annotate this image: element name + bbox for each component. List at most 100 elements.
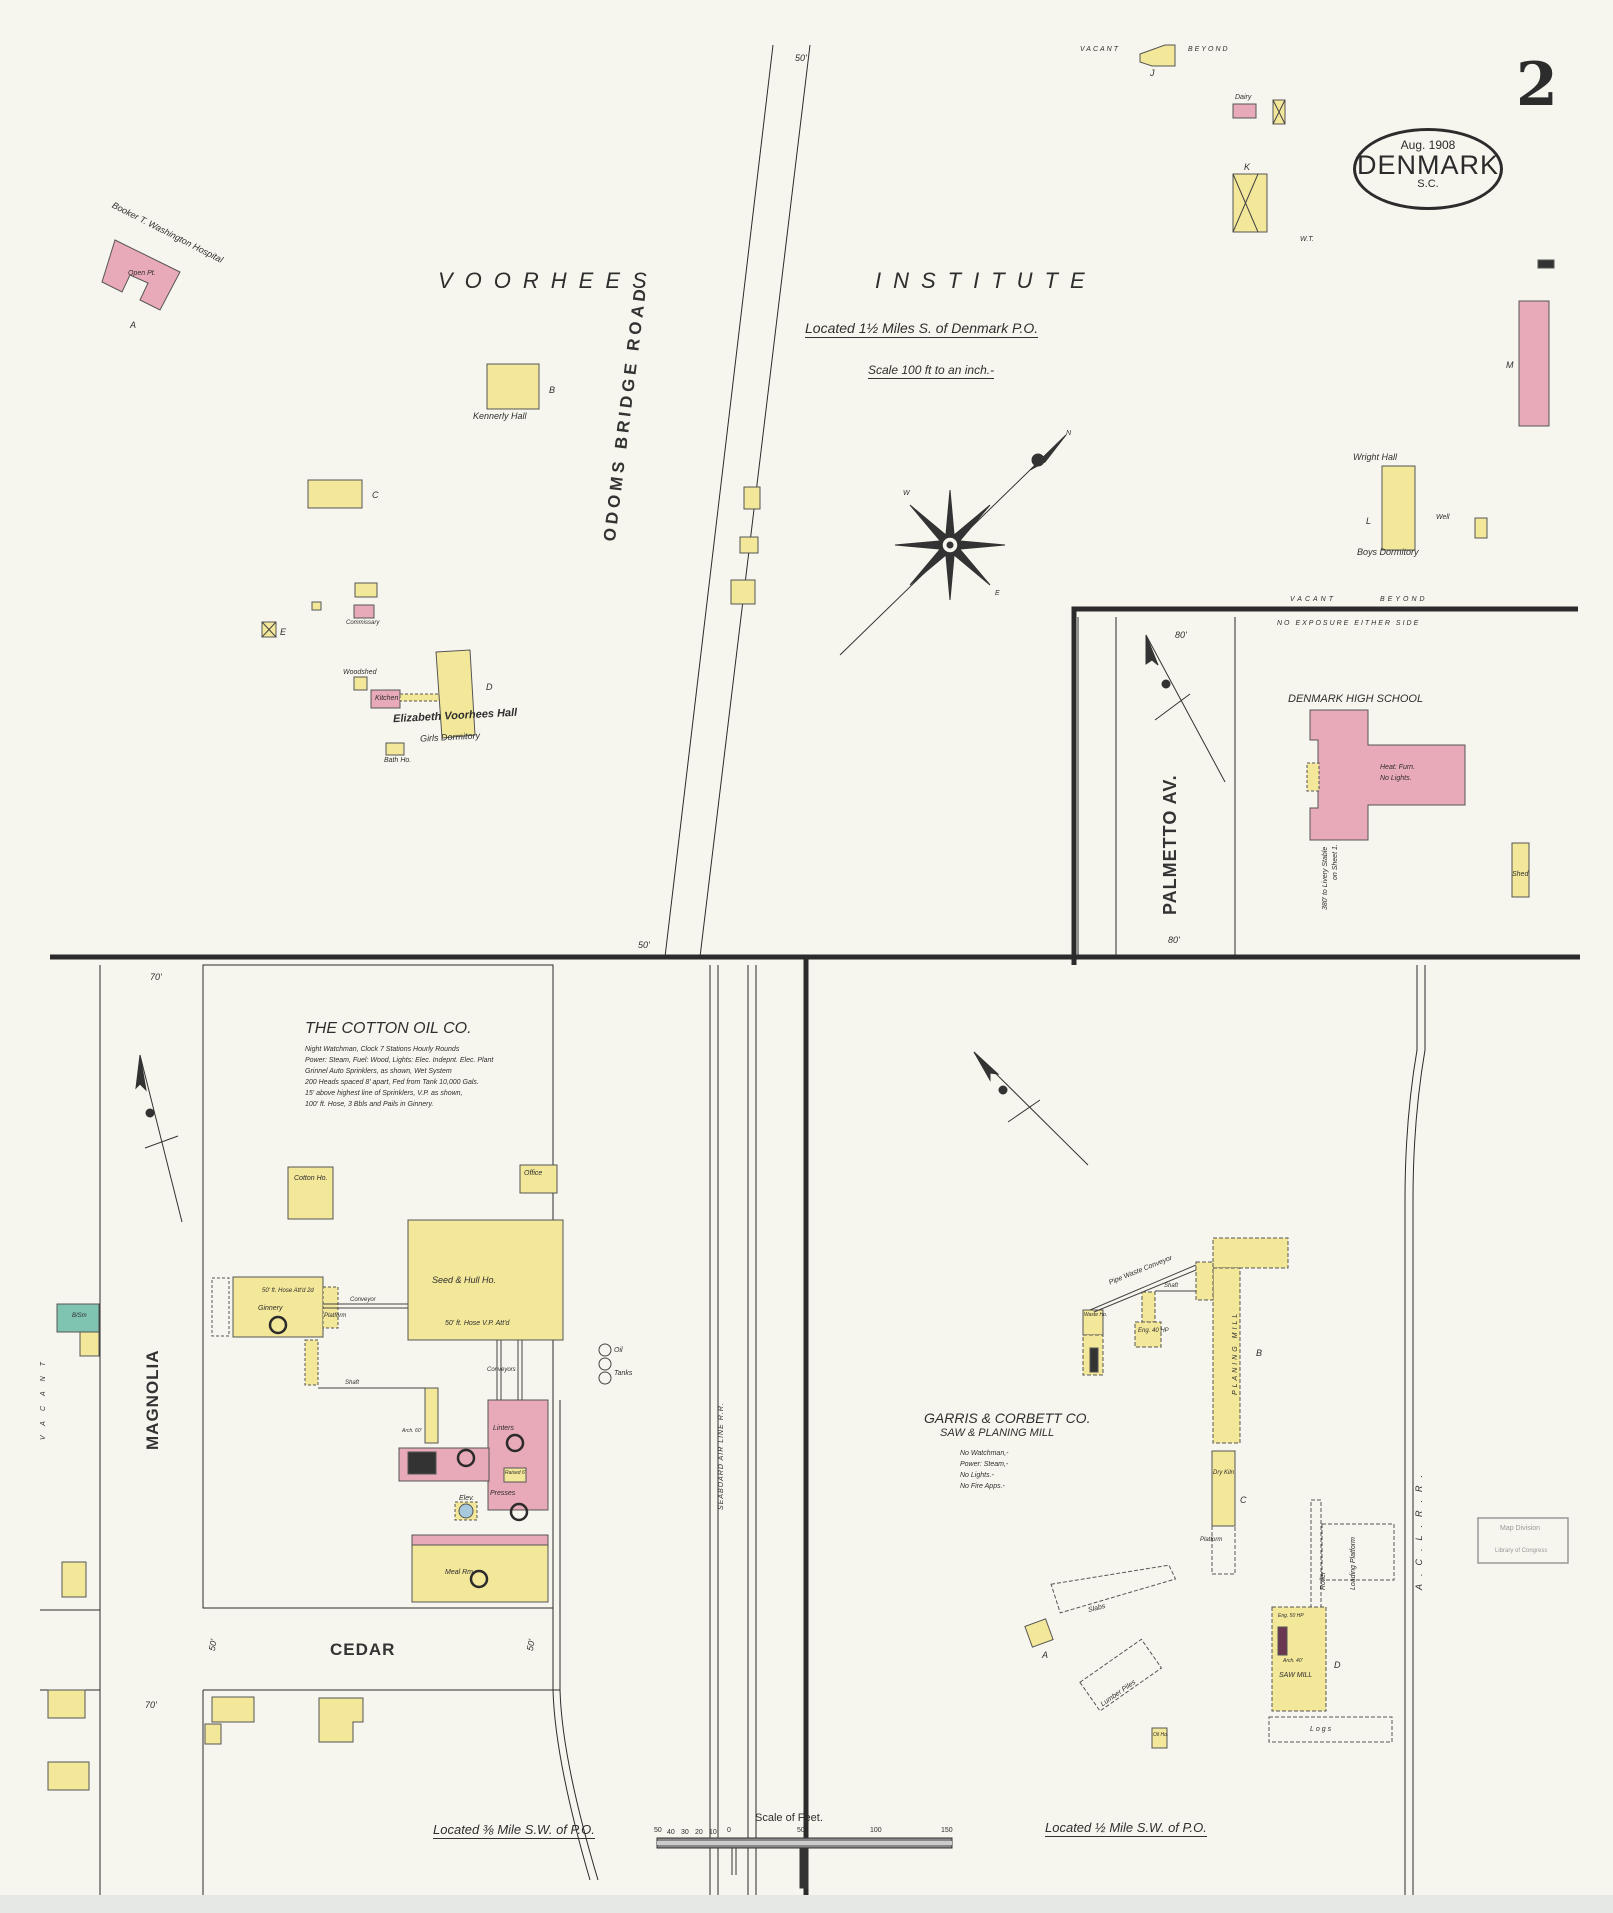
building-l-id: L [1366,516,1372,526]
cedar-width-left: 50' [206,1638,219,1652]
cartouche-city: DENMARK [1356,150,1499,180]
voorhees-title-right: INSTITUTE [875,268,1097,293]
dairy-label: Dairy [1235,94,1252,101]
building-c-garris-id: C [1240,1495,1247,1505]
saw-mill-label: SAW MILL [1279,1672,1313,1679]
linters-label: Linters [493,1425,515,1432]
cotton-oil-title: THE COTTON OIL CO. [305,1020,472,1037]
garris-note: No Fire Apps.- [960,1483,1005,1490]
cotton-oil-note: Night Watchman, Clock 7 Stations Hourly … [305,1046,460,1053]
blacksmith-label: B/Sm [72,1313,87,1319]
cedar-label: CEDAR [330,1640,396,1659]
scale-tick: 30 [681,1829,689,1836]
seaboard-rr-label: SEABOARD AIR LINE R.R. [718,1402,725,1510]
garris-notes: No Watchman,- Power: Steam,- No Lights.-… [960,1448,1009,1492]
conveyor-label: Conveyor [350,1297,376,1303]
cotton-oil-note: 100' ft. Hose, 3 Bbls and Pails in Ginne… [305,1101,434,1108]
garris-shaft-label: Shaft [1164,1283,1179,1289]
water-tank-label: W.T. [1300,236,1314,243]
livery-note-2: on Sheet 1. [1332,844,1339,880]
tanks-label: Tanks [614,1370,633,1377]
cartouche-date: Aug. 1908 [1400,138,1456,152]
cotton-oil-notes: Night Watchman, Clock 7 Stations Hourly … [305,1044,493,1110]
cotton-oil-location: Located ⅜ Mile S.W. of P.O. [433,1822,595,1839]
meal-room-label: Meal Rm. [445,1569,475,1576]
magnolia-width-top: 70' [150,972,162,982]
wright-hall-label: Wright Hall [1353,452,1398,462]
cotton-oil-note: Power: Steam, Fuel: Wood, Lights: Elec. … [305,1057,494,1064]
hospital-id: A [130,320,137,330]
ginnery-hose: 50' ft. Hose Att'd 2d [262,1288,314,1294]
stamp-line-1: Map Division [1500,1525,1541,1532]
shed-label: Shed [1512,871,1529,878]
scale-title: Scale of Feet. [755,1812,823,1824]
building-d-garris-id: D [1334,1660,1341,1670]
platform-label: Platform [324,1313,347,1319]
cotton-oil-note: 200 Heads spaced 8' apart, Fed from Tank… [305,1079,479,1086]
presses-label: Presses [490,1490,516,1497]
garris-subtitle: SAW & PLANING MILL [940,1427,1055,1439]
magnolia-label: MAGNOLIA [143,1349,162,1450]
engine-40hp-label: Eng. 40 HP [1138,1328,1169,1334]
cedar-width-right: 50' [524,1638,537,1652]
stamp-line-2: Library of Congress [1495,1548,1548,1554]
high-school-lights: No Lights. [1380,775,1412,782]
odoms-width-bottom: 50' [638,940,650,950]
shaft-label: Shaft [345,1380,360,1386]
high-school-heat: Heat: Furn. [1380,764,1416,771]
scale-tick: 50 [797,1827,805,1834]
kennerly-hall-label: Kennerly Hall [473,411,527,421]
scale-bar [656,1837,953,1889]
compass-e: E [995,590,1000,597]
compass-rose-icon [839,434,1067,656]
elevator-label: Elev. [459,1495,475,1502]
garris-note: Power: Steam,- [960,1461,1009,1468]
palmetto-av-label: PALMETTO AV. [1160,774,1180,915]
roller-label: Roller [1320,1571,1327,1590]
logs-label: Logs [1310,1726,1334,1733]
cotton-house-label: Cotton Ho. [294,1175,328,1182]
scale-tick: 0 [727,1827,731,1834]
cartouche: Aug. 1908 DENMARK S.C. [1353,128,1503,210]
kitchen-label: Kitchen [375,695,399,702]
livery-note-1: 380' to Livery Stable [1322,846,1329,910]
scale-tick: 150 [941,1827,953,1834]
woodshed-label: Woodshed [343,669,377,676]
oil-house-label: Oil Ho. [1153,1732,1169,1738]
compass-w: W [903,490,910,497]
high-school-title: DENMARK HIGH SCHOOL [1288,693,1424,705]
garris-platform-label: Platform [1200,1537,1223,1543]
planing-mill-label: PLANING MILL [1232,1310,1239,1395]
building-e-id: E [280,627,287,637]
vacant-label-top: VACANT [1080,46,1121,53]
building-a-garris-id: A [1042,1650,1049,1660]
ginnery-label: Ginnery [258,1305,283,1312]
scan-edge [0,1895,1613,1913]
seed-hull-label: Seed & Hull Ho. [432,1275,497,1285]
high-school-notes: Heat: Furn. No Lights. [1380,762,1415,784]
arch-40-label: Arch. 40' [1283,1658,1303,1664]
exposure-label: NO EXPOSURE EITHER SIDE [1277,620,1421,627]
garris-location: Located ½ Mile S.W. of P.O. [1045,1820,1207,1837]
palmetto-width-top: 80' [1175,630,1187,640]
waste-house-label: Waste Ho. [1084,1312,1108,1318]
oil-label: Oil [614,1347,623,1354]
cotton-oil-note: 15' above highest line of Sprinklers, V.… [305,1090,463,1097]
raised-label: Raised 6' [505,1470,526,1476]
arch-label: Arch. 60' [402,1428,422,1434]
odoms-width-top: 50' [795,53,807,63]
beyond-label-hs: BEYOND [1380,596,1428,603]
dry-kiln-label: Dry Kiln [1213,1470,1235,1476]
compass-n: N [1066,430,1072,437]
scale-tick: 100 [870,1827,882,1834]
conveyors-label: Conveyors [487,1367,516,1373]
well-label: Well [1436,514,1450,521]
garris-title: GARRIS & CORBETT CO. [924,1410,1091,1426]
beyond-label-top: BEYOND [1188,46,1230,53]
hospital-open-pt: Open Pt. [128,270,156,277]
commissary-label: Commissary [346,620,380,626]
acl-rr-label: A.C.L.R.R. [1414,1466,1424,1590]
palmetto-width-bottom: 80' [1168,935,1180,945]
